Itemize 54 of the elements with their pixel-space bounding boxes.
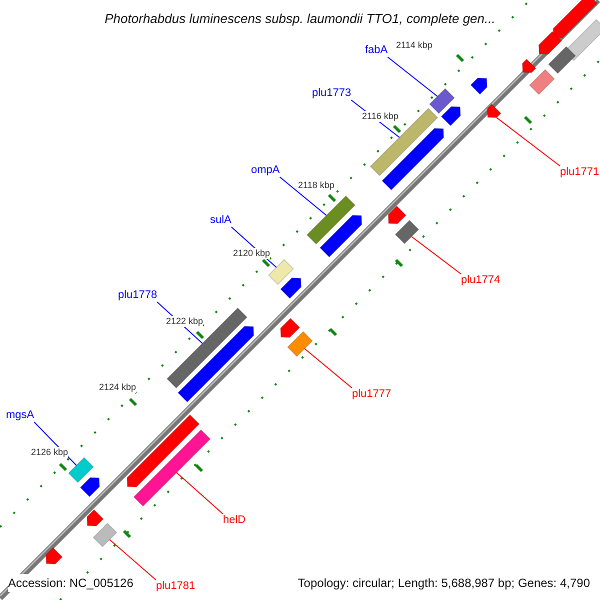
leader-line (387, 56, 438, 97)
gene-feature (45, 547, 63, 565)
gene-label: plu1777 (352, 388, 392, 401)
gene-label: mgsA (6, 409, 34, 422)
gene-feature (177, 326, 254, 403)
gene-label: plu1781 (156, 580, 196, 593)
gene-feature (538, 30, 562, 55)
leader-line (411, 236, 462, 274)
gene-bar (286, 330, 314, 358)
leader-line (176, 472, 224, 514)
gene-feature (80, 477, 100, 498)
leader-line (279, 176, 327, 216)
gene-label: sulA (210, 214, 232, 227)
gene-bar (92, 522, 118, 548)
gene-label: ompA (251, 164, 280, 177)
gene-bar (68, 456, 94, 484)
gene-bar (166, 307, 248, 389)
gene-feature (440, 106, 461, 126)
gene-feature (86, 509, 104, 527)
gene-feature (319, 214, 362, 258)
gene-label: fabA (365, 44, 388, 57)
gene-feature (486, 103, 502, 118)
gene-bar (394, 220, 420, 244)
leader-line (496, 117, 560, 166)
gene-feature (552, 0, 598, 38)
gene-feature (126, 414, 200, 488)
gene-label: plu1773 (312, 87, 352, 100)
map-title: Photorhabdus luminescens subsp. laumondii TTO1, complete gen... (104, 10, 496, 28)
tick-label: 2118 kbp (298, 180, 334, 191)
gene-feature (388, 205, 407, 224)
gene-bar (548, 46, 576, 74)
tick-label: 2124 kbp (99, 382, 136, 393)
leader-line (109, 539, 156, 580)
gene-feature (522, 58, 537, 74)
tick-label: 2126 kbp (31, 447, 68, 458)
gene-bar (133, 429, 211, 507)
tick-label: 2114 kbp (396, 40, 432, 51)
gene-feature (381, 128, 444, 191)
tick-label: 2120 kbp (233, 248, 270, 259)
gene-feature (470, 77, 488, 95)
gene-feature (280, 318, 300, 338)
gene-bar (268, 258, 294, 286)
accession-text: Accession: NC_005126 (8, 574, 134, 592)
gene-bar (306, 195, 356, 245)
tick-label: 2122 kbp (166, 316, 204, 327)
gene-label: plu1771 (560, 166, 600, 179)
tick-label: 2116 kbp (362, 111, 398, 122)
gene-feature (280, 277, 302, 300)
gene-bar (528, 68, 556, 96)
leader-line (304, 348, 352, 388)
gene-label: plu1774 (461, 274, 500, 287)
gene-label: helD (223, 514, 246, 527)
gene-bar (428, 88, 456, 114)
gene-label: plu1778 (118, 289, 158, 302)
